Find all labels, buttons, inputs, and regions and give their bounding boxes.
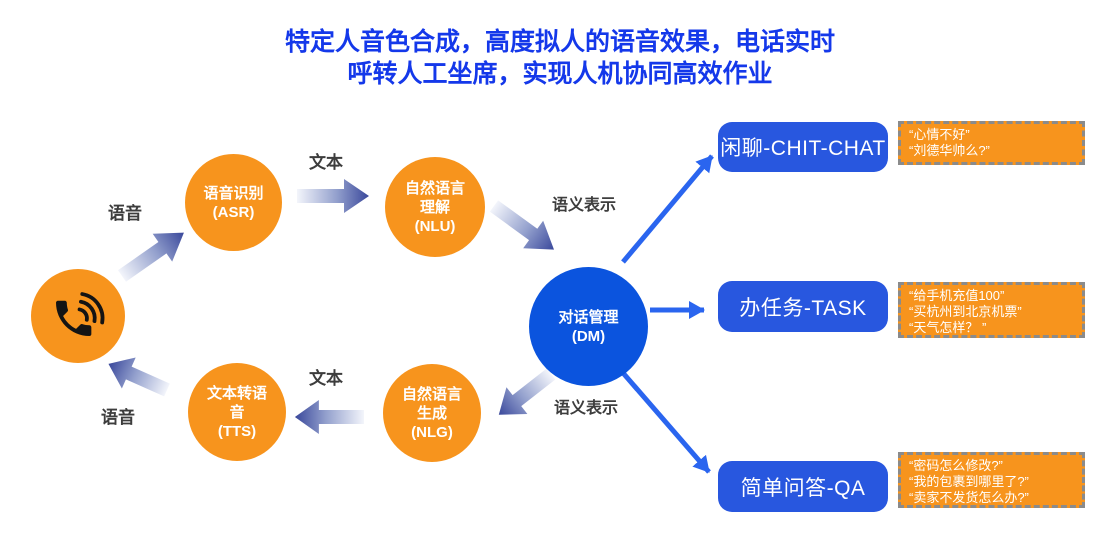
example-line: “我的包裹到哪里了?” bbox=[909, 474, 1029, 489]
phone-waves-icon bbox=[56, 292, 105, 337]
nlg-node: 自然语言 生成 (NLG) bbox=[383, 364, 481, 462]
example-line: “心情不好” bbox=[909, 127, 970, 142]
flow-label-voice-bottom: 语音 bbox=[101, 408, 135, 427]
branch-task-box: 办任务-TASK bbox=[718, 281, 888, 332]
example-line: “给手机充值100” bbox=[909, 288, 1005, 303]
flow-label-semantic-bottom: 语义表示 bbox=[554, 400, 619, 417]
arrow-dm-to-qa bbox=[615, 364, 711, 474]
page-title-line2: 呼转人工坐席，实现人机协同高效作业 bbox=[347, 60, 773, 88]
page-title: 特定人音色合成，高度拟人的语音效果，电话实时 呼转人工坐席，实现人机协同高效作业 bbox=[0, 26, 1120, 90]
flow-label-text-top: 文本 bbox=[309, 153, 343, 172]
nlu-node: 自然语言 理解 (NLU) bbox=[385, 157, 485, 257]
arrow-nlg-to-tts bbox=[294, 400, 364, 434]
branch-qa-box: 简单问答-QA bbox=[718, 461, 888, 512]
qa-examples-box: “密码怎么修改?” “我的包裹到哪里了?” “卖家不发货怎么办?” bbox=[898, 452, 1085, 508]
asr-node: 语音识别 (ASR) bbox=[185, 154, 282, 251]
task-examples-box: “给手机充值100” “买杭州到北京机票” “天气怎样？ ” bbox=[898, 282, 1085, 338]
branch-chitchat-box: 闲聊-CHIT-CHAT bbox=[718, 122, 888, 172]
example-line: “天气怎样？ ” bbox=[909, 320, 987, 335]
page-title-line1: 特定人音色合成，高度拟人的语音效果，电话实时 bbox=[284, 28, 835, 56]
example-line: “刘德华帅么?” bbox=[909, 143, 990, 158]
arrow-phone-to-asr bbox=[112, 218, 194, 290]
arrow-asr-to-nlu bbox=[297, 179, 369, 213]
dm-node: 对话管理 (DM) bbox=[529, 267, 648, 386]
tts-node: 文本转语 音 (TTS) bbox=[188, 363, 286, 461]
example-line: “密码怎么修改?” bbox=[909, 458, 1003, 473]
flow-label-voice-top: 语音 bbox=[108, 204, 142, 223]
example-line: “卖家不发货怎么办?” bbox=[909, 490, 1029, 505]
flow-label-semantic-top: 语义表示 bbox=[552, 197, 617, 214]
arrow-tts-to-phone bbox=[101, 348, 174, 406]
arrow-dm-to-chitchat bbox=[621, 154, 714, 264]
flow-label-text-bottom: 文本 bbox=[309, 369, 343, 388]
example-line: “买杭州到北京机票” bbox=[909, 304, 1022, 319]
phone-node bbox=[31, 269, 125, 363]
chitchat-examples-box: “心情不好” “刘德华帅么?” bbox=[898, 121, 1085, 165]
